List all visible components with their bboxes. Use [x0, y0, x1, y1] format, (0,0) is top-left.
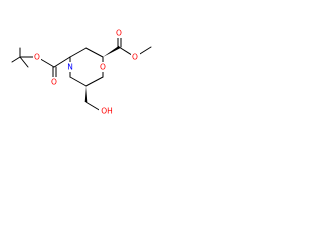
- atom-methyl-ester-oxygen: O: [131, 52, 140, 62]
- atom-boc-carbonyl-oxygen: O: [50, 77, 59, 87]
- atom-label-ring-nitrogen: N: [67, 63, 73, 72]
- bond-n-c3: [69, 47, 87, 58]
- bond-c6-c5: [69, 76, 87, 87]
- bond-tbu-methyl-left: [11, 56, 21, 63]
- atom-methyl-carbonyl-oxygen: O: [115, 28, 124, 38]
- atom-label-ring-oxygen: O: [100, 63, 106, 72]
- bond-c3-c2: [85, 47, 104, 58]
- bond-boc-carbonyl-nitrogen: [53, 56, 71, 68]
- atom-label-boc-ester-oxygen: O: [34, 53, 40, 62]
- atom-labels: O O N O O O OH: [33, 28, 140, 116]
- bond-o1-c6: [85, 76, 104, 87]
- stereo-wedge-c2: [103, 45, 120, 57]
- atom-boc-ester-oxygen: O: [33, 52, 41, 62]
- stereo-wedge-c6: [84, 86, 88, 102]
- hydroxymethyl-group: [84, 86, 102, 112]
- atom-label-methyl-ester-oxygen: O: [132, 53, 138, 62]
- chemical-structure-canvas: O O N O O O OH: [0, 0, 152, 152]
- methyl-ester-group: [103, 36, 152, 58]
- atom-ring-nitrogen: N: [66, 62, 75, 72]
- atom-ring-oxygen: O: [98, 62, 107, 72]
- atom-label-boc-carbonyl-oxygen: O: [51, 78, 57, 87]
- atom-label-hydroxyl: OH: [101, 107, 113, 116]
- bond-ch2-oh: [85, 101, 102, 112]
- molecule-diagram: O O N O O O OH: [11, 28, 152, 116]
- bond-tbu-methyl-bottom: [19, 56, 29, 68]
- atom-hydroxyl: OH: [99, 106, 115, 116]
- atom-label-methyl-carbonyl-oxygen: O: [116, 29, 122, 38]
